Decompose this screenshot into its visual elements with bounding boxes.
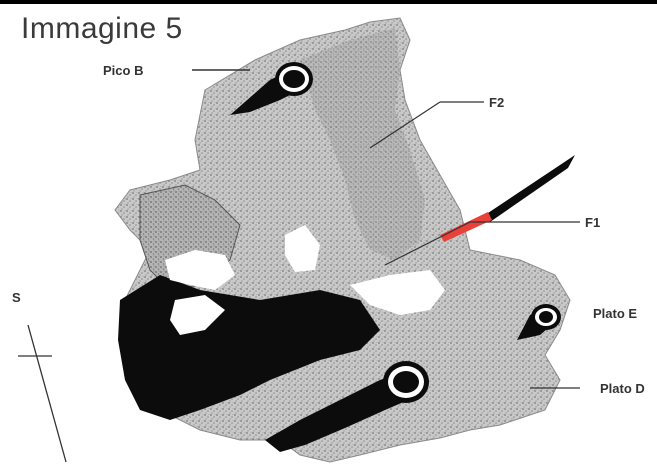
figure-title: Immagine 5 — [21, 12, 183, 46]
label-s: S — [12, 290, 21, 305]
ring-plato-d — [383, 361, 429, 403]
ring-plato-e — [531, 304, 561, 330]
orientation-axis — [28, 325, 66, 462]
label-pico-b: Pico B — [103, 63, 143, 78]
ring-pico-b — [275, 62, 313, 96]
label-plato-d: Plato D — [600, 381, 645, 396]
label-plato-e: Plato E — [593, 306, 637, 321]
label-f2: F2 — [489, 95, 504, 110]
label-f1: F1 — [585, 215, 600, 230]
probe-pointer — [485, 155, 575, 222]
